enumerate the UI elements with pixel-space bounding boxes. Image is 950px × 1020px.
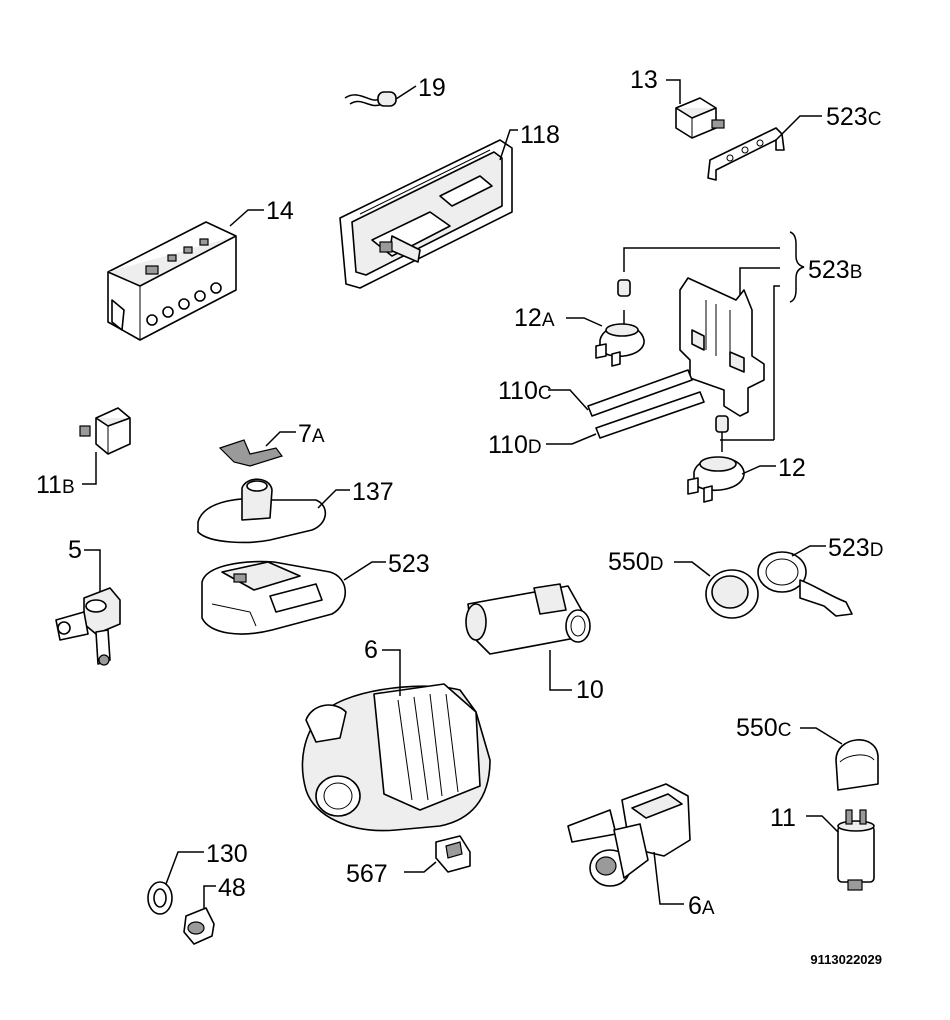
label-p14: 14 xyxy=(266,197,294,225)
label-p523: 523 xyxy=(388,550,430,578)
label-number: 523 xyxy=(388,550,430,578)
part-7a-clip xyxy=(218,431,296,467)
label-number: 19 xyxy=(418,74,446,102)
label-number: 14 xyxy=(266,197,294,225)
label-p567: 567 xyxy=(346,860,388,888)
label-suffix: A xyxy=(702,898,715,919)
label-p5: 5 xyxy=(68,536,82,564)
label-p523b: 523B xyxy=(808,256,862,284)
part-10-heater xyxy=(465,583,591,691)
part-110d-hose xyxy=(546,391,705,445)
label-p13: 13 xyxy=(630,66,658,94)
part-523b-brace xyxy=(623,231,805,441)
label-number: 5 xyxy=(68,536,82,564)
part-14-control-module xyxy=(107,209,264,341)
label-number: 550 xyxy=(736,714,778,742)
label-number: 110 xyxy=(488,431,528,459)
document-number: 9113022029 xyxy=(810,952,882,967)
label-number: 523 xyxy=(828,534,870,562)
part-550c-cap xyxy=(800,727,879,791)
label-p118: 118 xyxy=(520,121,560,149)
label-p550c: 550C xyxy=(736,714,791,742)
label-number: 48 xyxy=(218,874,246,902)
label-number: 137 xyxy=(352,478,394,506)
label-number: 12 xyxy=(514,304,542,332)
part-11b-relay xyxy=(79,407,131,485)
label-number: 6 xyxy=(688,892,702,920)
part-137-cover xyxy=(197,478,350,544)
label-p12: 12 xyxy=(778,454,806,482)
label-number: 11 xyxy=(36,471,62,499)
label-number: 130 xyxy=(206,840,248,868)
label-number: 118 xyxy=(520,121,560,149)
label-suffix: D xyxy=(870,540,884,561)
label-p110d: 110D xyxy=(488,431,542,459)
part-5-inlet-valve xyxy=(55,549,121,666)
label-suffix: A xyxy=(312,426,325,447)
label-p11b: 11B xyxy=(36,471,75,499)
part-118-detergent-dispenser xyxy=(339,129,518,289)
label-number: 6 xyxy=(364,636,378,664)
label-number: 13 xyxy=(630,66,658,94)
label-p523c: 523C xyxy=(826,103,881,131)
label-suffix: A xyxy=(542,310,555,331)
part-110c-hose xyxy=(548,369,693,417)
label-p137: 137 xyxy=(352,478,394,506)
label-suffix: C xyxy=(778,720,792,741)
part-6-circulation-pump xyxy=(301,649,491,832)
label-p11: 11 xyxy=(770,804,796,832)
label-p110c: 110C xyxy=(498,377,552,405)
label-suffix: C xyxy=(868,109,882,130)
part-130-washer xyxy=(147,851,204,915)
label-suffix: B xyxy=(850,262,863,283)
label-suffix: C xyxy=(538,383,552,404)
part-550d-cap xyxy=(674,561,759,619)
label-p7a: 7A xyxy=(298,420,325,448)
label-suffix: D xyxy=(650,554,664,575)
label-p48: 48 xyxy=(218,874,246,902)
part-12a-pressure-switch xyxy=(566,310,645,367)
label-number: 7 xyxy=(298,420,312,448)
part-13-module xyxy=(666,79,725,139)
part-11-capacitor xyxy=(806,809,875,891)
label-number: 10 xyxy=(576,676,604,704)
part-12a-cap xyxy=(617,279,631,297)
label-number: 523 xyxy=(826,103,868,131)
label-number: 567 xyxy=(346,860,388,888)
label-number: 11 xyxy=(770,804,796,832)
label-p523d: 523D xyxy=(828,534,883,562)
label-number: 523 xyxy=(808,256,850,284)
label-p130: 130 xyxy=(206,840,248,868)
label-number: 550 xyxy=(608,548,650,576)
part-12-cap xyxy=(715,415,729,433)
part-48-bolt xyxy=(183,885,216,945)
part-6a-drain-pump xyxy=(567,783,691,905)
part-567-clip xyxy=(404,835,471,873)
label-p6: 6 xyxy=(364,636,378,664)
label-suffix: D xyxy=(528,437,542,458)
part-523b-mounting-bracket xyxy=(679,277,765,417)
part-523d-holder xyxy=(757,545,853,617)
label-p19: 19 xyxy=(418,74,446,102)
part-523c-bracket xyxy=(707,115,822,181)
label-p12a: 12A xyxy=(514,304,555,332)
label-p6a: 6A xyxy=(688,892,715,920)
label-number: 12 xyxy=(778,454,806,482)
part-19-sensor xyxy=(344,85,417,107)
part-12-pressure-switch xyxy=(687,432,776,503)
label-p10: 10 xyxy=(576,676,604,704)
label-p550d: 550D xyxy=(608,548,663,576)
label-suffix: B xyxy=(62,477,75,498)
part-523-cover xyxy=(201,560,386,635)
label-number: 110 xyxy=(498,377,538,405)
